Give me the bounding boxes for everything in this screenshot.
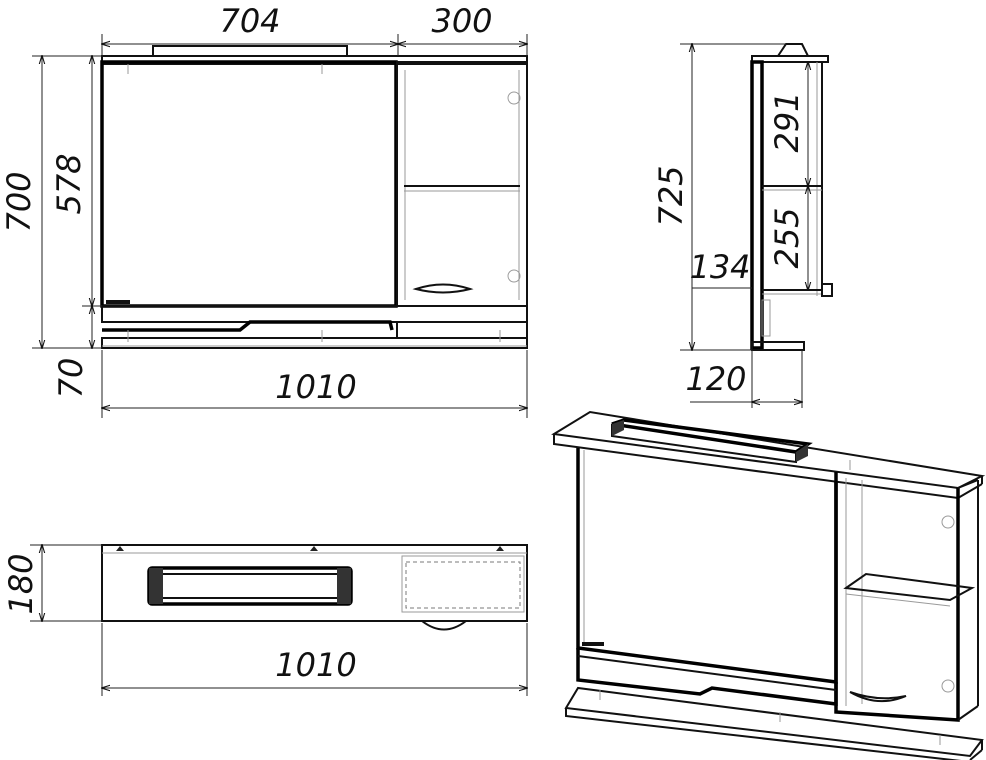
isometric-view	[551, 410, 986, 760]
dim-300: 300	[431, 2, 492, 40]
dim-704: 704	[219, 2, 280, 40]
dim-1010-top: 1010	[275, 646, 356, 684]
dim-291: 291	[768, 91, 806, 152]
dim-134: 134	[689, 248, 750, 286]
dim-578: 578	[50, 153, 88, 214]
side-view	[750, 43, 833, 351]
front-view	[100, 45, 528, 349]
dim-255: 255	[768, 207, 806, 268]
mirror-panel	[100, 60, 398, 308]
dim-1010-front: 1010	[275, 368, 356, 406]
dim-120: 120	[685, 360, 746, 398]
side-dimensions: 725 291 255 134 120	[652, 44, 808, 408]
dim-180: 180	[2, 553, 40, 614]
dim-70: 70	[52, 358, 90, 399]
top-view	[101, 544, 528, 631]
dim-725: 725	[652, 165, 690, 226]
dim-700: 700	[0, 171, 38, 232]
top-dimensions: 180 1010	[2, 545, 527, 696]
right-cabinet	[396, 61, 528, 307]
front-dimensions: 704 300 700 578 70 1010	[0, 2, 527, 418]
